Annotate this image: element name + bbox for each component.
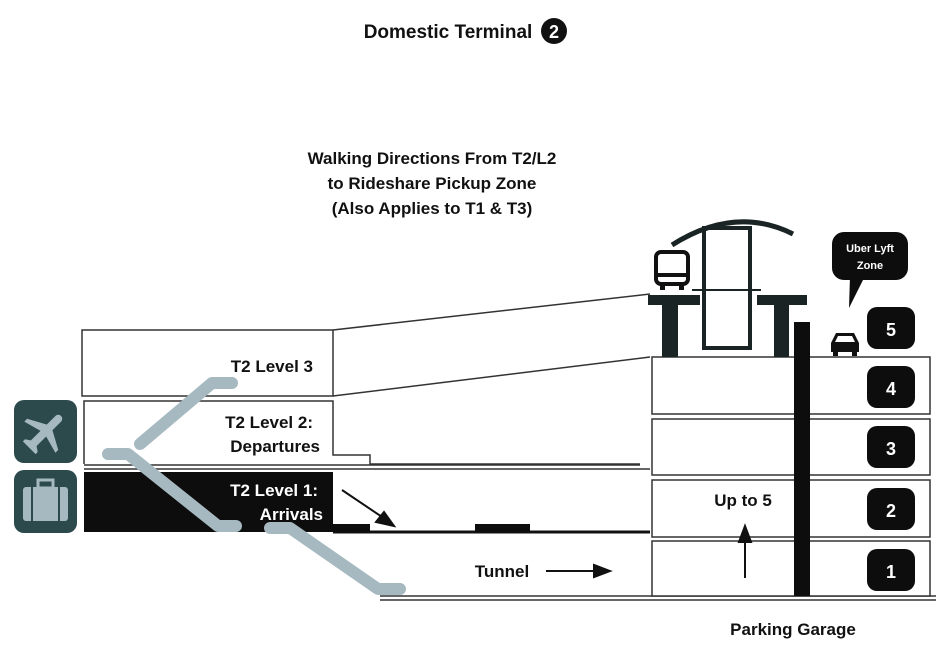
garage-level-4: 4: [886, 379, 896, 399]
direction-arrows: [341, 489, 753, 579]
escalator-l1-tunnel: [264, 522, 406, 595]
level2-label-2: Departures: [230, 437, 320, 456]
terminal-badge-number: 2: [549, 22, 559, 42]
bridge-frame: [670, 219, 795, 350]
garage-level-2: 2: [886, 501, 896, 521]
garage-level-5: 5: [886, 320, 896, 340]
garage-level-1: 1: [886, 562, 896, 582]
tunnel-label: Tunnel: [475, 562, 529, 581]
bubble-line-2: Zone: [857, 260, 883, 272]
garage-pillar: [794, 322, 810, 596]
bubble-line-1: Uber Lyft: [846, 243, 894, 255]
escalator-l2-l1: [102, 448, 242, 532]
up-to-5-label: Up to 5: [714, 491, 772, 510]
level1-label-2: Arrivals: [260, 505, 323, 524]
level2-label-1: T2 Level 2:: [225, 413, 313, 432]
title: Domestic Terminal: [364, 22, 533, 43]
subtitle-line-1: Walking Directions From T2/L2: [308, 149, 557, 168]
escalator-l2-l3: [134, 377, 238, 450]
bridge-structure: [648, 295, 807, 357]
level1-bump: [475, 524, 530, 532]
luggage-icon: [14, 470, 77, 533]
garage-level-3: 3: [886, 439, 896, 459]
level3-label: T2 Level 3: [231, 357, 313, 376]
bus-icon: [654, 250, 690, 290]
car-icon: [831, 333, 859, 356]
subtitle-line-3: (Also Applies to T1 & T3): [332, 199, 533, 218]
terminal-badge: [541, 18, 567, 44]
airplane-icon: [14, 400, 77, 463]
garage-level-badges: 5 4 3 2 1: [867, 307, 915, 591]
parking-garage-label: Parking Garage: [730, 620, 856, 639]
level1-label-1: T2 Level 1:: [230, 481, 318, 500]
rideshare-zone-bubble: Uber Lyft Zone: [832, 232, 908, 308]
subtitle-line-2: to Rideshare Pickup Zone: [328, 174, 537, 193]
escalators: [102, 377, 406, 595]
